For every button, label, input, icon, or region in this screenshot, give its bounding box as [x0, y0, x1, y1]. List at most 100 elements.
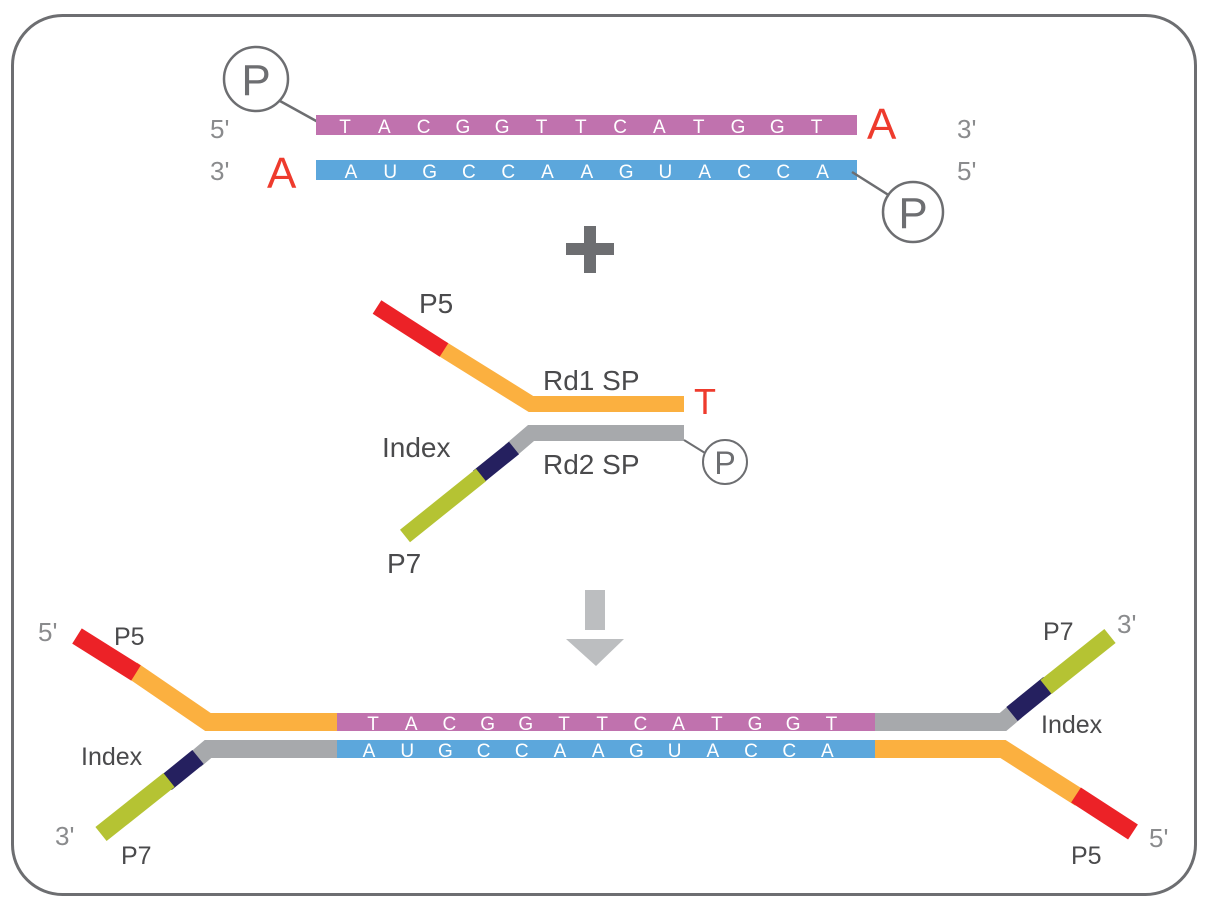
adapter-rd1-sp-segment	[436, 341, 684, 412]
top-strand-3prime-label: 3'	[957, 114, 976, 144]
insert-top-strand	[316, 115, 857, 135]
base-letter: C	[417, 117, 431, 138]
left-index-label: Index	[81, 743, 143, 771]
adapter-index-label: Index	[382, 432, 451, 463]
phosphate-link	[279, 99, 319, 124]
adapter-p7-label: P7	[387, 548, 421, 579]
phosphate-circle	[222, 45, 290, 113]
bottom-strand-3prime-label: 3'	[210, 156, 229, 186]
base-letter: G	[770, 117, 785, 138]
base-letter: T	[693, 117, 705, 138]
base-letter: A	[653, 117, 666, 138]
right-p5-label: P5	[1071, 842, 1102, 870]
left-index-segment	[160, 750, 204, 790]
base-letter: A	[672, 714, 685, 735]
right-p7-segment	[1040, 628, 1116, 695]
phosphate-label: P	[898, 189, 927, 238]
product-bottom-insert	[337, 740, 876, 758]
adapter-phosphate: P	[683, 439, 748, 485]
left-p7-segment	[95, 772, 175, 842]
right-index-segment	[1006, 677, 1055, 721]
adapter-index-segment	[472, 441, 520, 484]
bottom-strand-a-overhang: A	[267, 149, 297, 198]
phosphate-circle	[881, 180, 945, 244]
base-letter: G	[786, 714, 801, 735]
base-letter: G	[731, 117, 746, 138]
left-5prime-label: 5'	[38, 617, 57, 647]
top-strand-a-overhang: A	[867, 100, 897, 149]
base-letter: T	[711, 714, 723, 735]
base-letter: A	[541, 162, 554, 183]
phosphate-link	[683, 439, 706, 454]
base-letter: U	[400, 741, 414, 762]
base-letter: C	[477, 741, 491, 762]
base-letter: C	[613, 117, 627, 138]
base-letter: C	[634, 714, 648, 735]
adapter-p7-segment	[399, 468, 487, 543]
base-letter: T	[367, 714, 379, 735]
adapter-p5-segment	[372, 300, 449, 357]
phosphate-label: P	[714, 445, 735, 481]
base-letter: C	[501, 162, 515, 183]
base-letter: U	[383, 162, 397, 183]
right-p5-segment	[1071, 787, 1138, 840]
base-letter: G	[629, 741, 644, 762]
base-letter: A	[816, 162, 829, 183]
left-p7-label: P7	[121, 842, 152, 870]
base-letter: A	[698, 162, 711, 183]
base-letter: T	[826, 714, 838, 735]
base-letter: U	[659, 162, 673, 183]
base-letter: A	[592, 741, 605, 762]
base-letter: A	[706, 741, 719, 762]
base-letter: G	[480, 714, 495, 735]
base-letter: C	[515, 741, 529, 762]
insert-bottom-strand	[316, 160, 857, 180]
base-letter: A	[580, 162, 593, 183]
arrow-down-icon	[566, 590, 624, 666]
left-3prime-label: 3'	[55, 821, 74, 851]
adapter-rd2-sp-label: Rd2 SP	[543, 449, 640, 480]
bottom-strand-5prime-label: 5'	[957, 156, 976, 186]
base-letter: T	[558, 714, 570, 735]
base-letter: T	[536, 117, 548, 138]
left-p5-segment	[72, 628, 141, 681]
base-letter: G	[619, 162, 634, 183]
base-letter: G	[748, 714, 763, 735]
base-letter: A	[363, 741, 376, 762]
y-adapter: P5 Rd1 SP T Index Rd2 SP P7 P	[372, 288, 748, 579]
base-letter: C	[744, 741, 758, 762]
base-letter: T	[811, 117, 823, 138]
phosphate-label: P	[241, 56, 270, 105]
left-rd2-sp-segment	[189, 740, 338, 767]
product-top-insert	[337, 713, 876, 731]
base-letter: U	[668, 741, 682, 762]
top-strand-5prime-label: 5'	[210, 114, 229, 144]
right-rd1-sp-segment	[875, 740, 1085, 806]
base-letter: T	[575, 117, 587, 138]
left-rd1-sp-segment	[126, 662, 338, 731]
adapter-rd1-sp-label: Rd1 SP	[543, 365, 640, 396]
base-letter: G	[518, 714, 533, 735]
base-letter: A	[405, 714, 418, 735]
right-p7-label: P7	[1043, 618, 1074, 646]
phosphate-bottom-right: P	[851, 170, 945, 244]
base-letter: A	[378, 117, 391, 138]
base-letter: A	[345, 162, 358, 183]
base-letter: C	[782, 741, 796, 762]
adapter-t-overhang: T	[694, 381, 716, 422]
base-letter: C	[737, 162, 751, 183]
base-letter: A	[821, 741, 834, 762]
plus-icon	[566, 226, 614, 273]
right-rd2-sp-segment	[875, 704, 1022, 731]
left-p5-label: P5	[114, 623, 145, 651]
base-letter: G	[438, 741, 453, 762]
right-index-label: Index	[1041, 711, 1103, 739]
phosphate-circle	[702, 439, 748, 485]
